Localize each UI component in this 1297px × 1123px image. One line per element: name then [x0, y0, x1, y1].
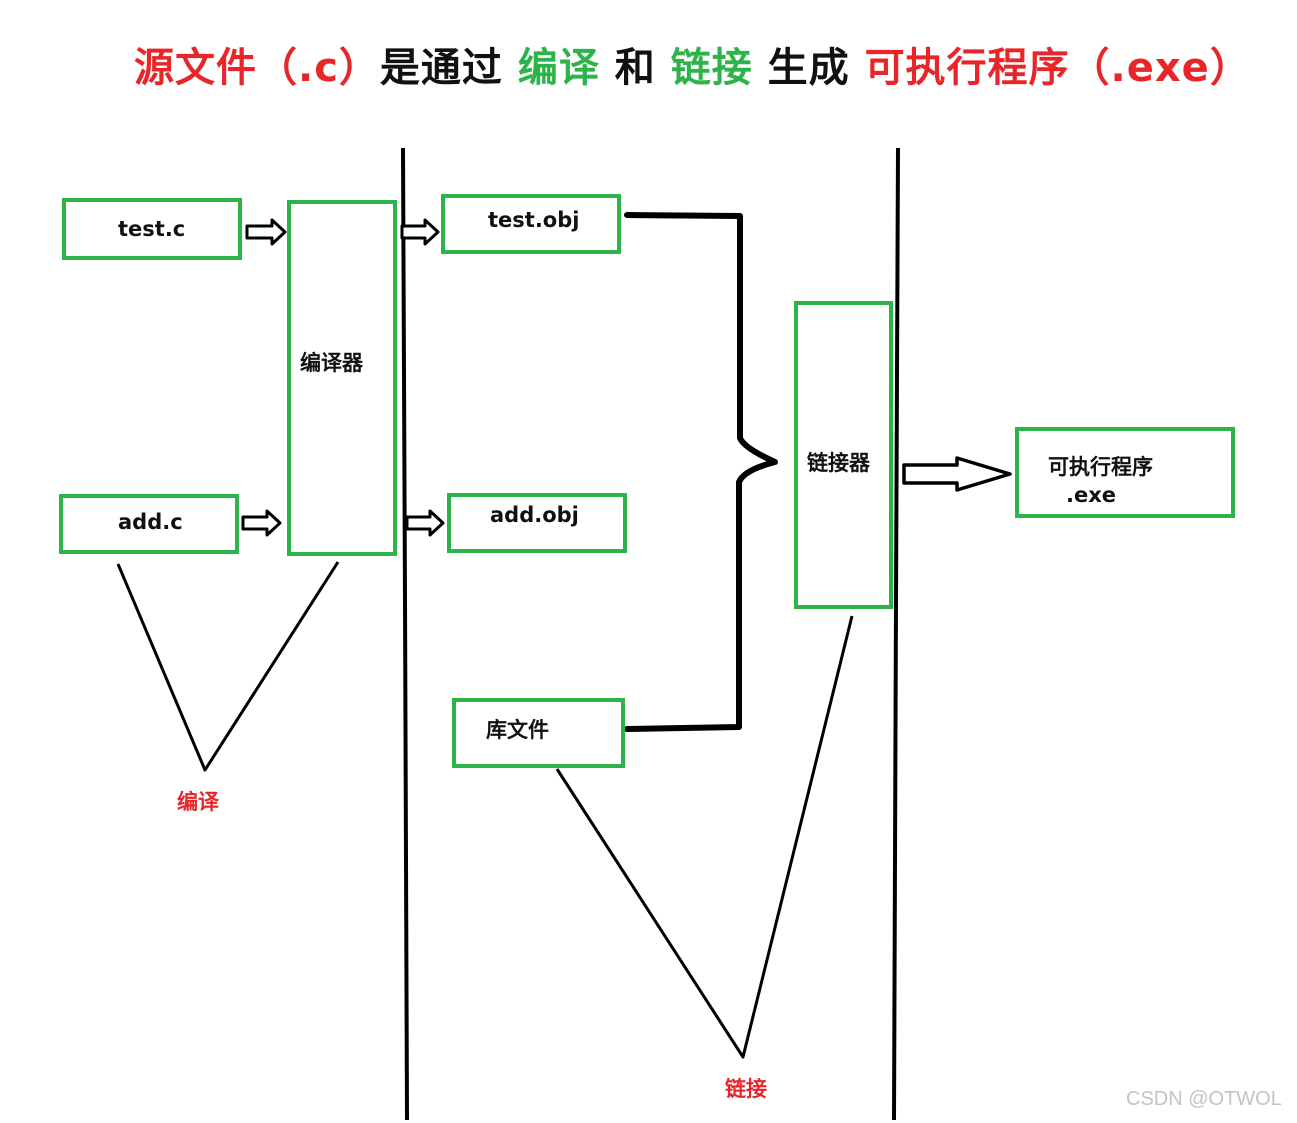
box-test-c: test.c: [62, 198, 242, 260]
box-linker: 链接器: [794, 301, 893, 609]
box-test-obj-label: test.obj: [488, 208, 580, 232]
box-executable: 可执行程序 .exe: [1015, 427, 1235, 518]
compile-v-lines: [116, 561, 340, 772]
divider-line-right: [892, 147, 900, 1121]
box-compiler: 编译器: [287, 200, 397, 556]
title-part-compile: 编译: [517, 45, 600, 91]
arrow-add-c-to-compiler: [241, 509, 282, 537]
watermark: CSDN @OTWOL: [1126, 1088, 1282, 1110]
box-library-file: 库文件: [452, 698, 625, 768]
brace-bracket: [624, 212, 778, 732]
title-part-source-file: 源文件（.c）: [134, 45, 380, 91]
box-test-obj: test.obj: [441, 194, 621, 254]
divider-line-left: [401, 147, 409, 1121]
arrow-test-c-to-compiler: [245, 218, 287, 246]
arrow-compiler-to-test-obj: [400, 218, 440, 246]
title-part-and: 和: [599, 45, 671, 91]
note-link: 链接: [725, 1077, 767, 1101]
title-part-link: 链接: [670, 45, 753, 91]
box-add-obj: add.obj: [447, 493, 627, 553]
box-executable-label-line1: 可执行程序: [1048, 455, 1153, 479]
link-v-lines: [555, 615, 854, 1059]
title-part-is-through: 是通过: [379, 45, 518, 91]
title-part-executable: 可执行程序（.exe）: [864, 45, 1251, 91]
box-library-file-label: 库文件: [486, 718, 549, 742]
box-add-c: add.c: [59, 494, 239, 554]
note-compile: 编译: [177, 790, 219, 814]
title-part-generate: 生成: [752, 45, 865, 91]
arrow-compiler-to-add-obj: [405, 509, 445, 537]
box-add-obj-label: add.obj: [490, 503, 579, 527]
page-title: 源文件（.c）是通过 编译 和 链接 生成 可执行程序（.exe）: [134, 40, 1251, 96]
box-test-c-label: test.c: [118, 217, 186, 241]
arrow-linker-to-exe: [902, 456, 1012, 492]
box-compiler-label: 编译器: [300, 351, 363, 375]
box-executable-label-line2: .exe: [1066, 483, 1117, 507]
box-add-c-label: add.c: [118, 510, 183, 534]
box-linker-label: 链接器: [807, 451, 870, 475]
